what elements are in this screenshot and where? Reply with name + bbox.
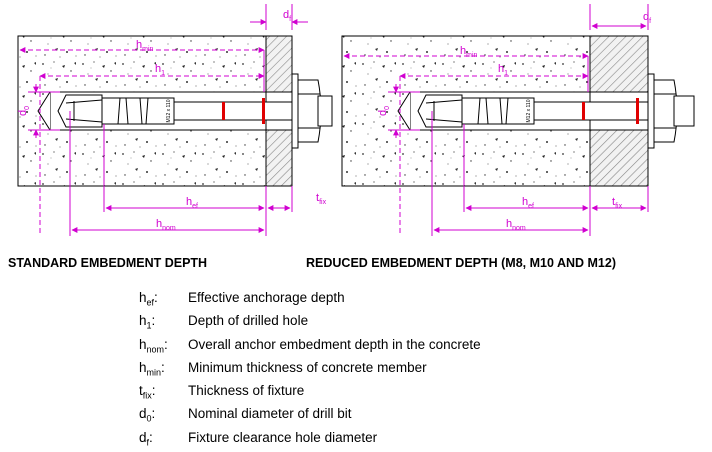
legend-row: hef: Effective anchorage depth xyxy=(139,289,481,312)
anchor-marking: M12 x 110 xyxy=(526,99,532,122)
legend-symbol: df: xyxy=(139,429,153,448)
standard-figure: M12 x 110 xyxy=(17,4,333,236)
legend-symbol: hnom: xyxy=(139,336,168,355)
legend-row: hnom: Overall anchor embedment depth in … xyxy=(139,336,481,359)
red-marker xyxy=(636,98,639,124)
embedment-diagram: M12 x 110 xyxy=(17,4,695,236)
red-marker xyxy=(262,98,265,124)
dimensions xyxy=(19,4,308,236)
legend-description: Depth of drilled hole xyxy=(188,313,309,329)
caption-standard: STANDARD EMBEDMENT DEPTH xyxy=(8,256,208,270)
dim-d0: d0 xyxy=(17,106,31,116)
caption-reduced: REDUCED EMBEDMENT DEPTH (M8, M10 AND M12… xyxy=(306,256,616,270)
anchor: M12 x 110 xyxy=(57,73,333,149)
dim-tfix: tfix xyxy=(612,196,623,210)
dim-hef: hef xyxy=(522,196,534,210)
dim-hnom: hnom xyxy=(156,218,176,232)
dim-d0: d0 xyxy=(377,106,391,116)
dim-h1: h1 xyxy=(155,63,165,77)
dim-hef: hef xyxy=(186,196,198,210)
dim-hnom: hnom xyxy=(506,218,526,232)
legend-symbol: tfix: xyxy=(139,383,156,401)
legend-row: d0: Nominal diameter of drill bit xyxy=(139,405,481,428)
legend-symbol: hef: xyxy=(139,290,158,308)
red-marker xyxy=(222,102,225,120)
legend-description: Thickness of fixture xyxy=(188,383,305,399)
legend-row: tfix: Thickness of fixture xyxy=(139,382,481,405)
dim-hmin: hmin xyxy=(460,45,478,59)
anchor: M12 x 110 xyxy=(417,73,695,149)
legend-symbol: h1: xyxy=(139,313,156,331)
legend-symbol: d0: xyxy=(139,406,156,425)
dim-df: df xyxy=(283,9,291,23)
dim-h1: h1 xyxy=(498,63,508,77)
legend-description: Nominal diameter of drill bit xyxy=(188,406,352,422)
legend-row: hmin: Minimum thickness of concrete memb… xyxy=(139,359,481,382)
legend-description: Minimum thickness of concrete member xyxy=(188,359,427,375)
anchor-marking: M12 x 110 xyxy=(166,99,172,122)
dim-hmin: hmin xyxy=(136,39,154,53)
legend-description: Fixture clearance hole diameter xyxy=(188,429,378,445)
legend-description: Effective anchorage depth xyxy=(188,290,345,305)
washer xyxy=(291,73,299,149)
legend-description: Overall anchor embedment depth in the co… xyxy=(188,336,481,352)
legend-row: df: Fixture clearance hole diameter xyxy=(139,429,481,452)
legend: hef: Effective anchorage depth h1: Depth… xyxy=(139,289,481,452)
dim-df: df xyxy=(643,11,651,25)
legend-row: h1: Depth of drilled hole xyxy=(139,312,481,335)
washer xyxy=(647,73,655,149)
dimensions xyxy=(343,4,649,236)
dim-tfix: tfix xyxy=(316,192,327,206)
red-marker xyxy=(582,102,585,120)
legend-symbol: hmin: xyxy=(139,359,165,378)
reduced-figure: M12 x 110 xyxy=(341,4,695,236)
